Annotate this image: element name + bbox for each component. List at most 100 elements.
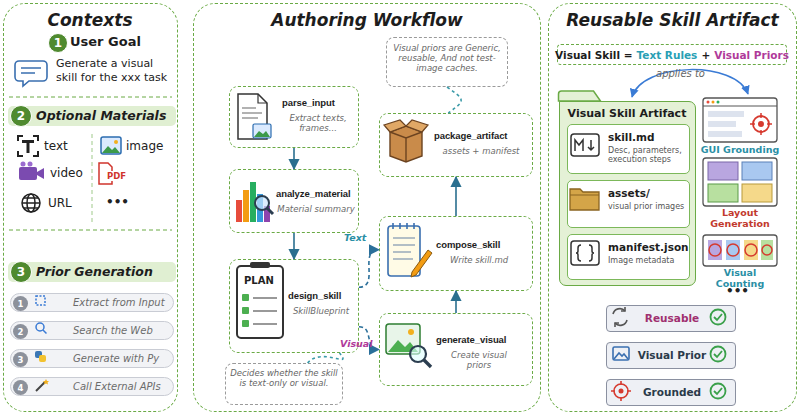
flow-connector	[447, 87, 461, 113]
speech-icon	[15, 61, 47, 86]
layout-illustration	[742, 162, 772, 180]
edge-label: Text	[344, 232, 366, 243]
counting-illustration	[762, 245, 772, 255]
method-pill: Extract from Input 1	[10, 293, 174, 312]
property-badge: Grounded	[606, 379, 736, 406]
node-text: 2	[17, 109, 25, 123]
counting-illustration	[744, 240, 758, 260]
node-text: Visual priors are Generic, reusable, And…	[390, 43, 504, 74]
node-text: Create visual priors	[444, 351, 514, 371]
node-text: Visual Skill Artifact	[560, 107, 694, 120]
video-icon	[19, 167, 37, 180]
node-text: +	[701, 49, 710, 61]
node-text: 2	[18, 327, 24, 337]
counting-illustration	[709, 244, 721, 256]
globe-icon	[22, 194, 40, 212]
method-pill: Generate with Py 3	[10, 349, 174, 368]
note-box: Decides whether the skill is text-only o…	[225, 363, 343, 405]
node-text: Grounded	[635, 386, 709, 398]
node-text: Write skill.md	[434, 256, 524, 266]
image-icon	[114, 140, 118, 144]
gui-illustration	[717, 101, 720, 104]
property-badge: Reusable	[606, 305, 736, 332]
artifact-panel: Reusable Skill ArtifactVisual Skill =Tex…	[548, 3, 797, 412]
layout-illustration	[703, 158, 777, 206]
material-label: text	[44, 139, 68, 153]
file-box: manifest.jsonImage metadata	[567, 234, 690, 280]
ellipsis-mark: •••	[106, 195, 129, 209]
edge-label: Visual	[340, 338, 373, 349]
gui-illustration	[708, 121, 736, 127]
folder-tab	[559, 91, 601, 101]
video-icon	[37, 168, 44, 179]
counting-illustration	[727, 244, 739, 256]
node-text: Desc, parameters, execution steps	[608, 146, 688, 164]
flow-connector	[455, 291, 457, 313]
gui-illustration	[712, 101, 715, 104]
node-text: visual prior images	[608, 202, 688, 211]
goal-text: Generate a visual skill for the xxx task	[56, 57, 174, 85]
arrow-label: applies to	[656, 68, 705, 79]
layout-illustration	[708, 162, 738, 180]
node-text: 3	[18, 355, 24, 365]
process-box: package_artifactassets + manifest	[379, 113, 533, 177]
layout-illustration	[742, 184, 772, 202]
node-text: compose_skill	[436, 239, 500, 250]
gui-illustration	[708, 131, 742, 137]
artifact-folder: Visual Skill Artifact skill.mdDesc, param…	[559, 101, 696, 286]
gui-illustration	[750, 113, 772, 135]
counting-illustration	[745, 244, 757, 256]
video-icon	[19, 162, 44, 181]
globe-icon	[22, 194, 40, 212]
node-text: Extract from Input	[73, 297, 171, 308]
counting-illustration	[761, 240, 773, 260]
layout-illustration	[703, 158, 777, 206]
node-text: SkillBlueprint	[286, 307, 356, 317]
node-text: manifest.json	[608, 241, 688, 253]
node-text: assets/	[608, 187, 688, 199]
text-icon	[18, 136, 38, 156]
node-text: Extract texts, frames...	[280, 114, 356, 134]
section-divider	[9, 97, 172, 98]
note-box: Visual priors are Generic, reusable, And…	[386, 37, 508, 87]
section-band: Optional Materials 2	[8, 106, 176, 126]
material-label: video	[50, 166, 83, 180]
folder-tab	[559, 91, 601, 101]
gui-illustration	[708, 111, 744, 117]
image-icon	[101, 137, 121, 154]
gui-illustration	[753, 116, 769, 132]
goal-heading: User Goal	[70, 34, 141, 49]
node-text: Optional Materials	[36, 108, 174, 123]
node-text: 4	[18, 383, 24, 393]
method-number: 3	[13, 352, 28, 367]
video-icon	[28, 162, 33, 167]
material-label: PDF	[106, 171, 127, 181]
method-number: 1	[13, 296, 28, 311]
process-box: compose_skillWrite skill.md	[379, 216, 533, 291]
counting-illustration	[726, 240, 740, 260]
counting-illustration	[703, 235, 777, 266]
gui-illustration	[703, 98, 777, 142]
text-icon	[18, 136, 38, 156]
counting-illustration	[708, 240, 722, 260]
node-text: Image metadata	[608, 256, 688, 265]
node-text: Reusable Skill Artifact	[549, 10, 796, 30]
file-box: skill.mdDesc, parameters, execution step…	[567, 124, 690, 174]
image-icon	[101, 137, 121, 154]
property-badge: Visual Prior	[606, 342, 736, 369]
node-text: Authoring Workflow	[194, 10, 540, 30]
node-text: Contexts	[4, 10, 176, 30]
node-text: Generate with Py	[73, 353, 171, 364]
material-label: image	[126, 139, 163, 153]
counting-illustration	[703, 235, 777, 266]
node-text: design_skill	[288, 290, 341, 301]
process-box: generate_visualCreate visual priors	[379, 313, 533, 386]
flow-connector	[308, 353, 343, 363]
node-text: 3	[17, 265, 25, 279]
step-number: 1	[48, 33, 68, 53]
flow-connector	[293, 233, 295, 259]
icon-text: PLAN	[244, 275, 274, 286]
application-label: Layout Generation	[698, 208, 782, 230]
process-box: analyze_materialMaterial summary	[229, 169, 359, 233]
